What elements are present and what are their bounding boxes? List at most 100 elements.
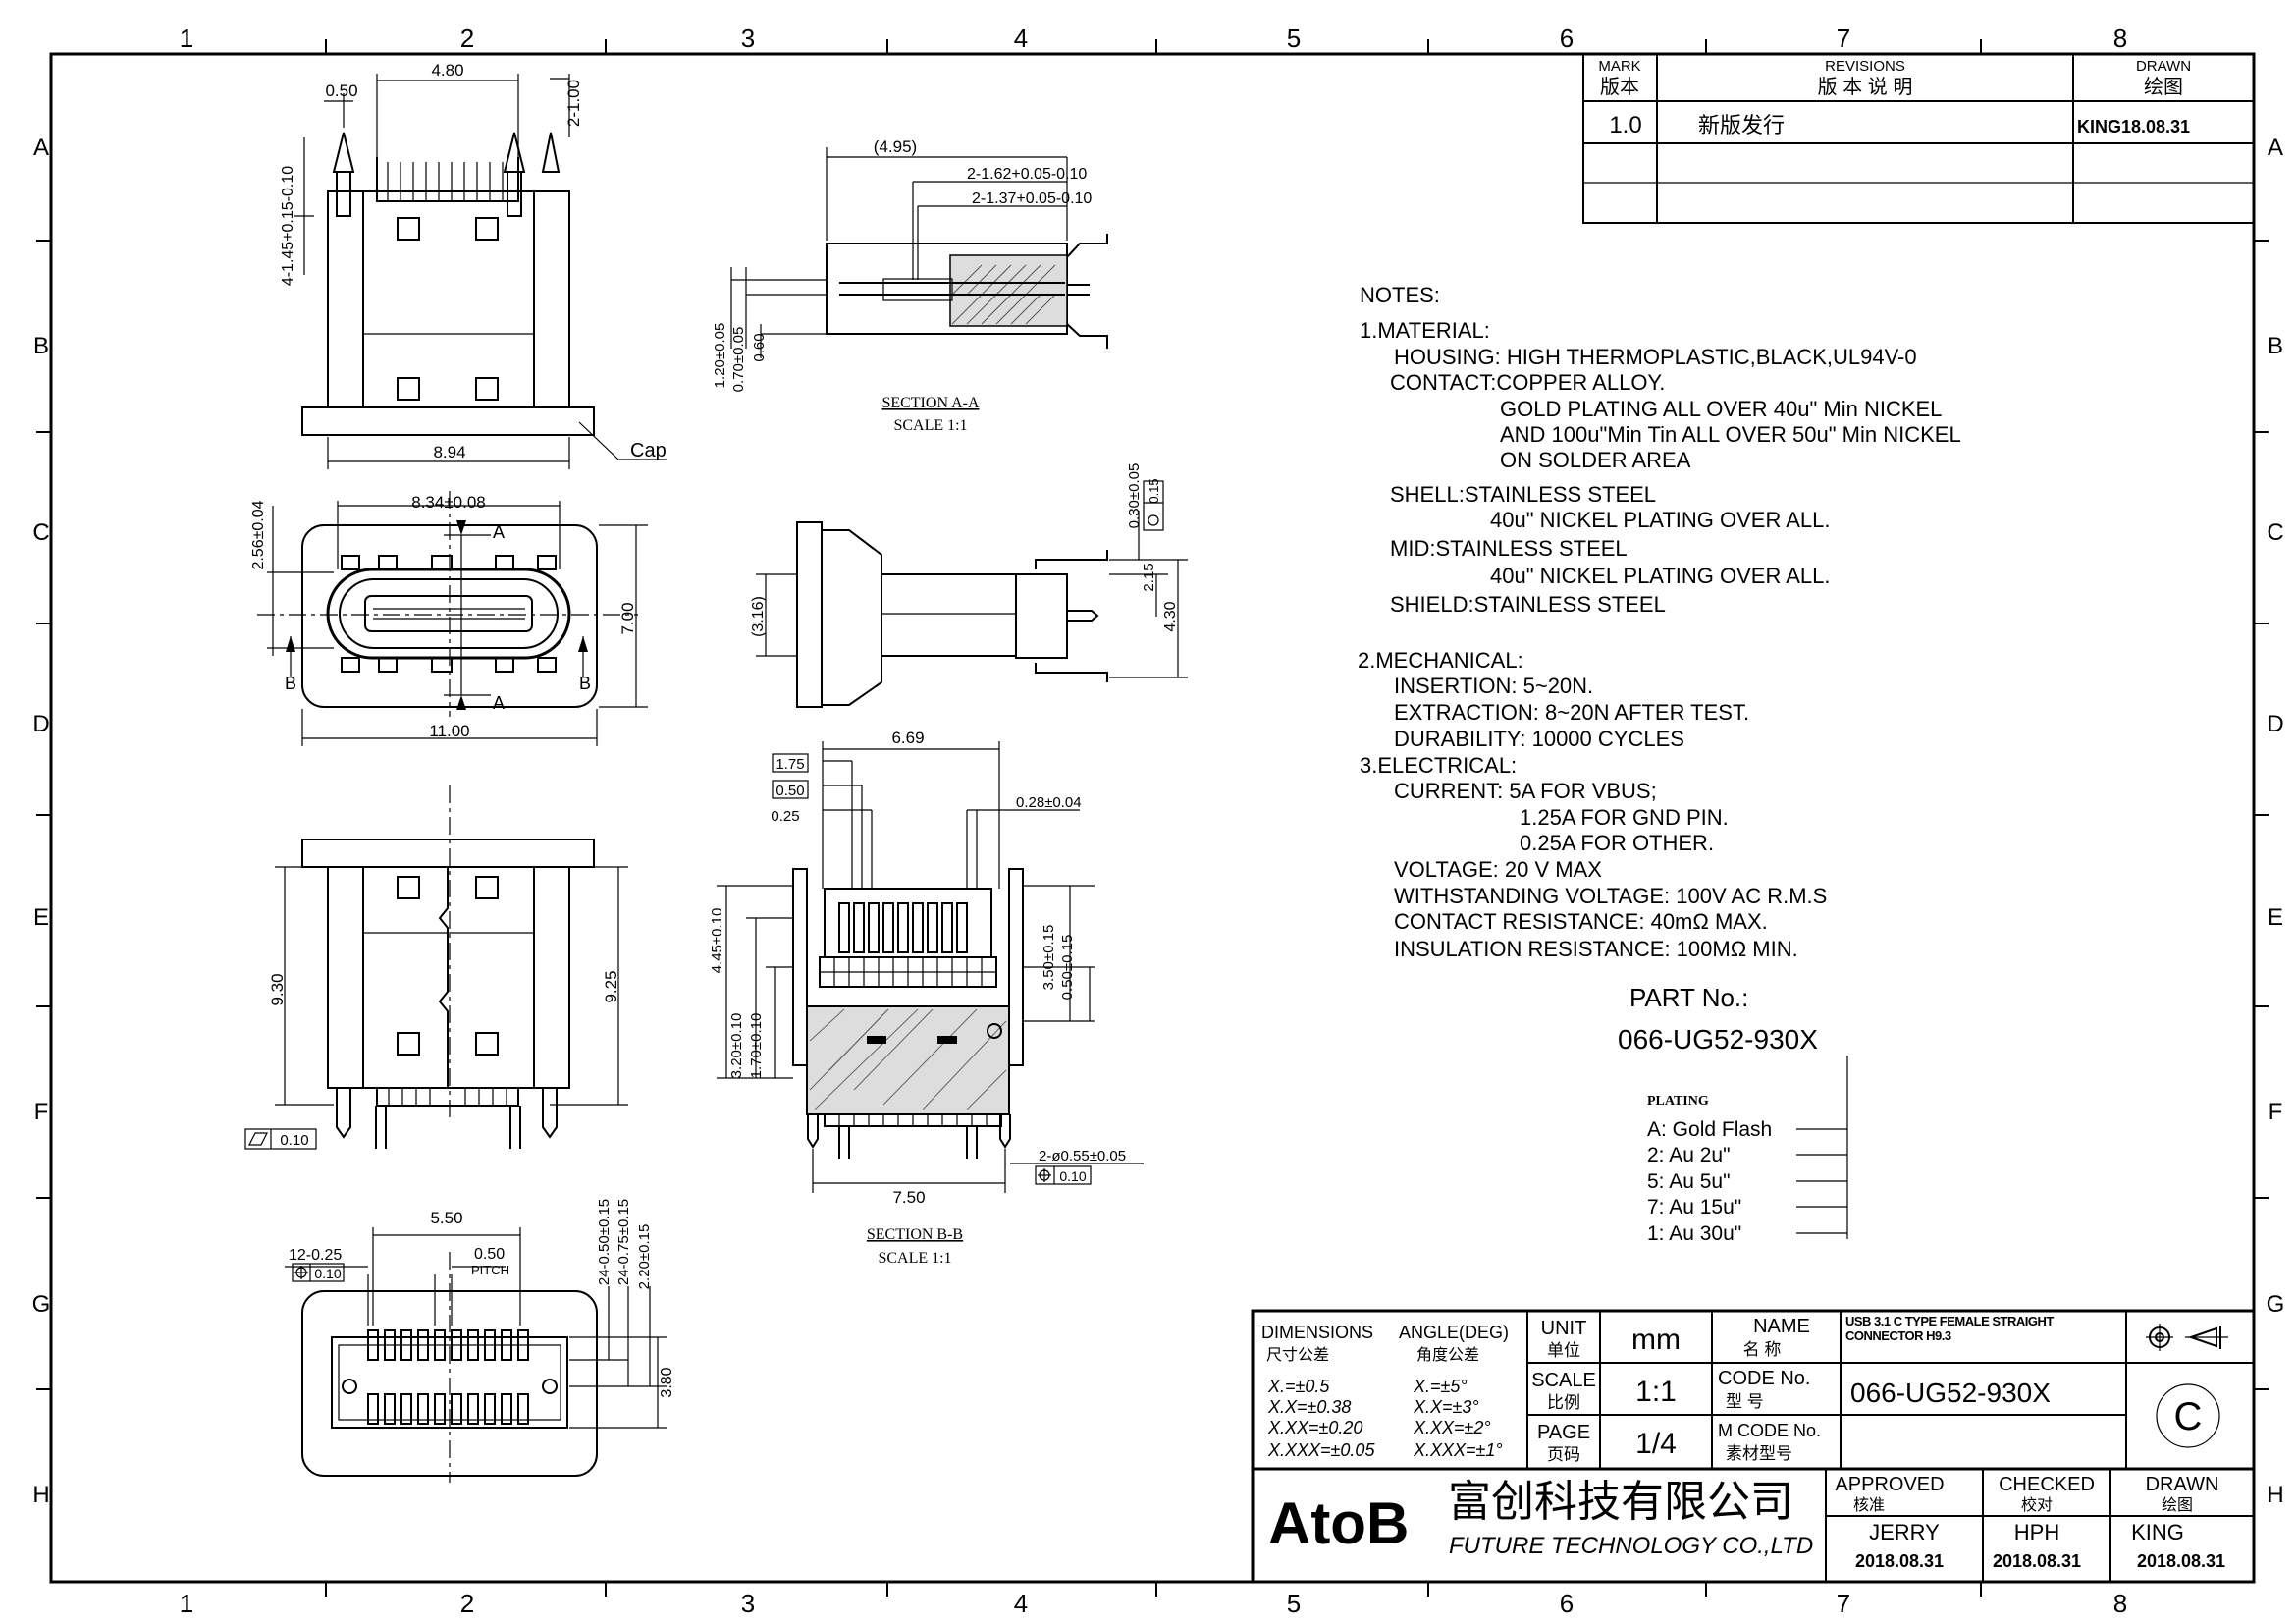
dim-label: 7.00 xyxy=(618,602,637,634)
angle-tolerance-line: X.XXX=±1° xyxy=(1413,1440,1503,1460)
notes-block: NOTES: 1.MATERIAL: HOUSING: HIGH THERMOP… xyxy=(1358,283,1961,961)
dim-label: 12-0.25 xyxy=(289,1247,342,1264)
plating-option: 7: Au 15u" xyxy=(1647,1196,1741,1218)
note-line: CONTACT:COPPER ALLOY. xyxy=(1390,370,1665,395)
unit-label: UNIT xyxy=(1541,1318,1587,1339)
note-line: MID:STAINLESS STEEL xyxy=(1390,536,1628,561)
grid-col-label: 2 xyxy=(460,1589,474,1618)
scale-label-cn: 比例 xyxy=(1547,1393,1580,1412)
revision-drawn-header: DRAWN xyxy=(2136,58,2191,75)
dim-label: 3.80 xyxy=(659,1367,675,1397)
dim-label: 0.30±0.05 xyxy=(1126,463,1143,529)
note-line: 3.ELECTRICAL: xyxy=(1360,753,1517,778)
grid-row-label: B xyxy=(2268,333,2283,359)
checked-by: HPH xyxy=(2014,1520,2059,1544)
zone-ticks xyxy=(36,39,2269,1597)
section-marker: A xyxy=(493,522,505,542)
product-name: USB 3.1 C TYPE FEMALE STRAIGHT CONNECTOR… xyxy=(1845,1314,2054,1343)
grid-row-label: C xyxy=(32,519,49,546)
grid-row-label: E xyxy=(2268,904,2283,931)
approved-date: 2018.08.31 xyxy=(1855,1551,1944,1571)
note-line: INSULATION RESISTANCE: 100MΩ MIN. xyxy=(1394,937,1798,961)
dim-label: 0.50 xyxy=(325,81,357,100)
part-number-block: PART No.: 066-UG52-930X PLATING A: Gold … xyxy=(1618,983,1848,1245)
projection-symbol-icon xyxy=(2146,1324,2228,1351)
note-line: GOLD PLATING ALL OVER 40u" Min NICKEL xyxy=(1500,397,1942,421)
copyright-mark: C xyxy=(2174,1395,2203,1438)
drawn-label-cn: 绘图 xyxy=(2162,1496,2193,1514)
dim-label: (3.16) xyxy=(750,596,767,637)
tolerance-line: X.XX=±0.20 xyxy=(1267,1418,1362,1437)
dim-label: 2.20±0.15 xyxy=(636,1224,653,1290)
notes-heading: NOTES: xyxy=(1360,283,1440,307)
dim-label: 2.56±0.04 xyxy=(250,500,267,569)
grid-col-label: 6 xyxy=(1560,1589,1574,1618)
view-top: 4.80 0.50 2-1.00 4-1.45+0.15-0.10 8.94 C… xyxy=(280,61,667,469)
grid-row-label: C xyxy=(2267,519,2283,546)
section-marker: A xyxy=(493,693,505,713)
drawn-label: DRAWN xyxy=(2146,1474,2219,1495)
dim-label: 24-0.75±0.15 xyxy=(615,1199,632,1285)
angle-label-cn: 角度公差 xyxy=(1416,1346,1479,1364)
position-tolerance: 0.10 xyxy=(1059,1168,1086,1184)
angle-tolerance-line: X.=±5° xyxy=(1413,1377,1468,1396)
plating-option: 2: Au 2u" xyxy=(1647,1144,1731,1166)
note-line: EXTRACTION: 8~20N AFTER TEST. xyxy=(1394,700,1749,725)
note-line: 0.25A FOR OTHER. xyxy=(1520,831,1714,855)
view-section-a: (4.95) 2-1.62+0.05-0.10 2-1.37+0.05-0.10… xyxy=(712,137,1108,434)
dim-label: 0.25 xyxy=(771,808,799,825)
dimensions-label-cn: 尺寸公差 xyxy=(1266,1346,1329,1364)
grid-col-label: 1 xyxy=(180,1589,193,1618)
drawn-by: KING xyxy=(2131,1520,2184,1544)
note-line: AND 100u"Min Tin ALL OVER 50u" Min NICKE… xyxy=(1500,422,1961,447)
dim-label: 2-1.62+0.05-0.10 xyxy=(967,166,1087,183)
code-label-cn: 型 号 xyxy=(1726,1392,1764,1411)
approved-by: JERRY xyxy=(1869,1520,1940,1544)
product-name-box: USB 3.1 C TYPE FEMALE STRAIGHT CONNECTOR… xyxy=(1845,1314,2054,1343)
grid-col-label: 4 xyxy=(1014,24,1028,53)
note-line: DURABILITY: 10000 CYCLES xyxy=(1394,727,1684,751)
grid-row-label: F xyxy=(34,1099,49,1125)
dim-label: 2.15 xyxy=(1141,563,1157,591)
grid-row-label: H xyxy=(32,1482,49,1508)
dim-label: 5.50 xyxy=(430,1209,462,1227)
sheet-border xyxy=(49,52,2256,1584)
revision-row-mark: 1.0 xyxy=(1609,112,1641,138)
dim-label: 3.20±0.10 xyxy=(728,1013,745,1079)
view-side-mid: 0.30±0.05 0.15 (3.16) 2.15 4.30 xyxy=(750,463,1188,708)
section-title: SECTION B-B xyxy=(867,1226,963,1243)
note-line: 40u" NICKEL PLATING OVER ALL. xyxy=(1490,564,1831,588)
dim-label: 4.45±0.10 xyxy=(709,908,725,974)
revisions-header: REVISIONS xyxy=(1825,58,1905,75)
grid-row-label: A xyxy=(2268,135,2283,161)
dim-label: 4.80 xyxy=(431,61,463,80)
view-front: 8.34±0.08 2.56±0.04 7.00 11.00 A A B B xyxy=(250,491,648,746)
checked-date: 2018.08.31 xyxy=(1993,1551,2081,1571)
section-scale: SCALE 1:1 xyxy=(893,417,967,434)
dim-label: 1.75 xyxy=(775,756,804,773)
dim-label: 6.69 xyxy=(891,729,924,747)
dim-label: 2-1.37+0.05-0.10 xyxy=(972,190,1092,207)
angle-tolerance-line: X.XX=±2° xyxy=(1413,1418,1491,1437)
position-tolerance: 0.15 xyxy=(1147,478,1161,503)
angle-tolerance-line: X.X=±3° xyxy=(1413,1397,1479,1417)
dim-label: 0.50±0.15 xyxy=(1059,935,1076,1001)
grid-col-label: 8 xyxy=(2113,24,2127,53)
dim-label: 8.34±0.08 xyxy=(411,493,486,512)
view-side-lower: 0.10 9.30 9.25 xyxy=(244,785,628,1150)
callout-label: Cap xyxy=(630,440,667,461)
tolerance-line: X.X=±0.38 xyxy=(1267,1397,1351,1417)
grid-row-label: G xyxy=(2267,1291,2285,1318)
approved-label: APPROVED xyxy=(1835,1474,1944,1495)
grid-col-label: 5 xyxy=(1287,1589,1301,1618)
note-line: CURRENT: 5A FOR VBUS; xyxy=(1394,779,1657,803)
page-label: PAGE xyxy=(1537,1422,1590,1443)
dim-label: 0.50 xyxy=(775,783,804,799)
scale-label: SCALE xyxy=(1531,1370,1596,1391)
checked-label-cn: 校对 xyxy=(2021,1496,2053,1514)
note-line: HOUSING: HIGH THERMOPLASTIC,BLACK,UL94V-… xyxy=(1394,345,1917,369)
dim-label: 1.70±0.10 xyxy=(748,1013,765,1079)
part-number: 066-UG52-930X xyxy=(1618,1024,1818,1055)
grid-row-label: H xyxy=(2267,1482,2283,1508)
